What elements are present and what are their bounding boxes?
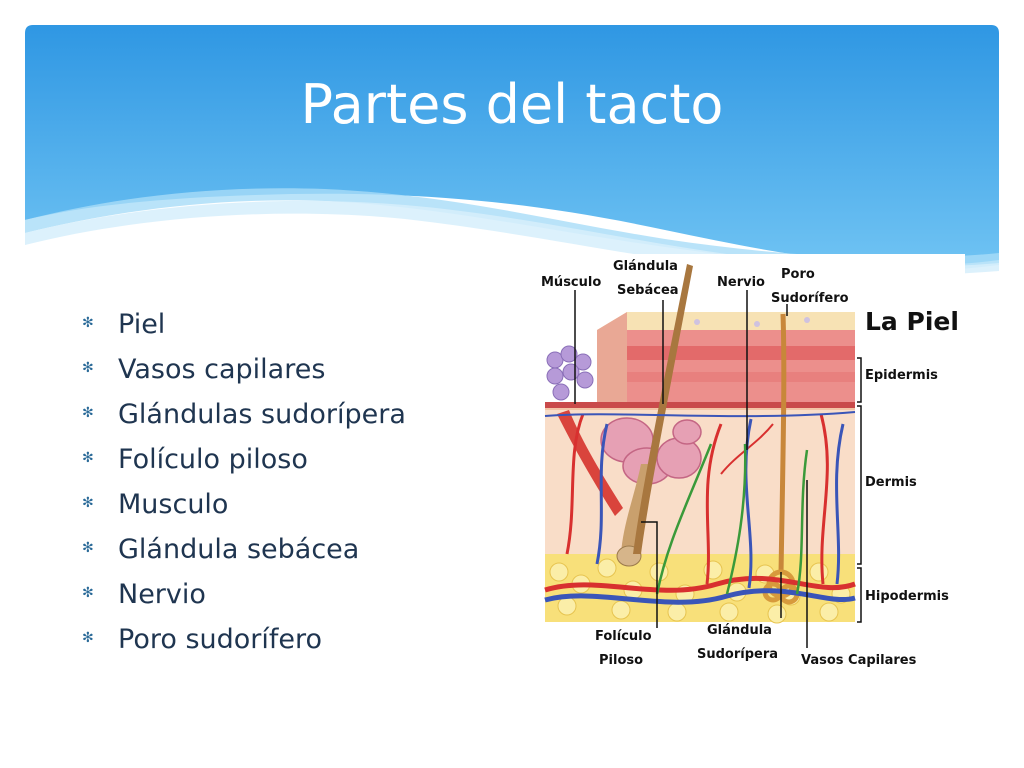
figure-title: La Piel (865, 307, 959, 336)
label-hipodermis: Hipodermis (865, 589, 949, 604)
hair-shaft (633, 264, 693, 554)
asterisk-icon: ✻ (82, 315, 94, 331)
list-item-label: Folículo piloso (118, 444, 308, 475)
label-glandula-sudoripera-2: Sudorípera (697, 647, 778, 662)
label-epidermis: Epidermis (865, 368, 938, 383)
list-item-label: Glándula sebácea (118, 534, 360, 565)
header-banner (25, 25, 999, 276)
asterisk-icon: ✻ (82, 540, 94, 556)
label-glandula-sebacea-1: Glándula (613, 259, 678, 274)
bullet-list: ✻ Piel ✻ Vasos capilares ✻ Glándulas sudorí… (82, 302, 406, 662)
list-item-label: Piel (118, 309, 166, 340)
label-dermis: Dermis (865, 475, 917, 490)
asterisk-icon: ✻ (82, 450, 94, 466)
label-foliculo-1: Folículo (595, 629, 652, 644)
label-poro-2: Sudorífero (771, 291, 849, 306)
list-item: ✻ Nervio (82, 572, 406, 617)
asterisk-icon: ✻ (82, 630, 94, 646)
nerves (655, 443, 809, 595)
label-glandula-sudoripera-1: Glándula (707, 623, 772, 638)
list-item-label: Vasos capilares (118, 354, 326, 385)
list-item-label: Glándulas sudorípera (118, 399, 406, 430)
asterisk-icon: ✻ (82, 405, 94, 421)
label-nervio: Nervio (717, 275, 765, 290)
skin-diagram: Músculo Glándula Sebácea Nervio Poro Sud… (537, 254, 965, 674)
label-glandula-sebacea-2: Sebácea (617, 283, 679, 298)
list-item: ✻ Glándulas sudorípera (82, 392, 406, 437)
label-musculo: Músculo (541, 275, 601, 290)
list-item: ✻ Vasos capilares (82, 347, 406, 392)
label-poro-1: Poro (781, 267, 815, 282)
list-item-label: Musculo (118, 489, 229, 520)
list-item: ✻ Piel (82, 302, 406, 347)
list-item-label: Poro sudorífero (118, 624, 323, 655)
list-item: ✻ Musculo (82, 482, 406, 527)
slide-title: Partes del tacto (300, 73, 724, 136)
label-pointers (574, 290, 862, 648)
label-vasos-capilares: Vasos Capilares (801, 653, 917, 668)
list-item-label: Nervio (118, 579, 206, 610)
dermis-layer (545, 402, 855, 554)
list-item: ✻ Poro sudorífero (82, 617, 406, 662)
asterisk-icon: ✻ (82, 360, 94, 376)
sweat-duct (778, 313, 787, 575)
label-foliculo-2: Piloso (599, 653, 643, 668)
list-item: ✻ Folículo piloso (82, 437, 406, 482)
asterisk-icon: ✻ (82, 585, 94, 601)
asterisk-icon: ✻ (82, 495, 94, 511)
epidermis-layer (597, 330, 855, 402)
list-item: ✻ Glándula sebácea (82, 527, 406, 572)
